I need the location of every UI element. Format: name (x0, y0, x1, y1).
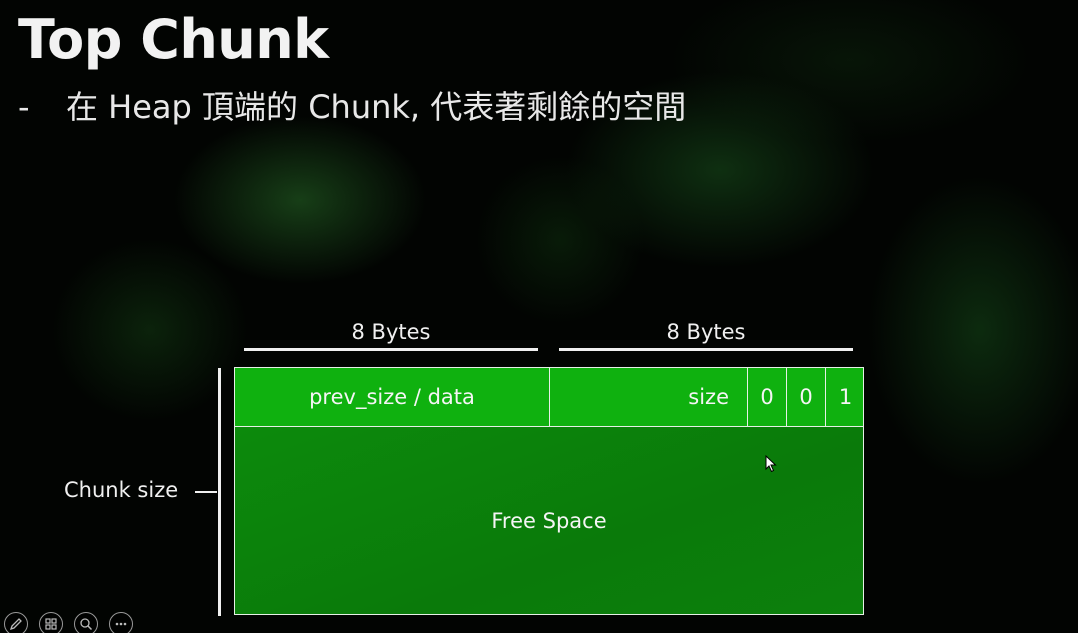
chunk-size-bracket (218, 368, 221, 616)
bullet-marker: - (18, 88, 30, 126)
pen-icon (9, 618, 22, 631)
bytes-label-size: 8 Bytes (666, 320, 746, 344)
top-chunk-diagram: prev_size / data size 0 0 1 Free Space (234, 367, 864, 615)
bytes-bracket-prev-size (244, 348, 538, 351)
zoom-icon (80, 618, 93, 631)
non-main-arena-bit: 0 (748, 368, 787, 426)
bullet-text: 在 Heap 頂端的 Chunk, 代表著剩餘的空間 (66, 88, 687, 126)
more-options-button[interactable] (109, 612, 133, 633)
chunk-header-row: prev_size / data size 0 0 1 (235, 368, 863, 427)
chunk-size-label: Chunk size (64, 478, 179, 502)
is-mmapped-bit: 0 (787, 368, 826, 426)
mouse-cursor-icon (765, 455, 777, 473)
prev-inuse-bit: 1 (838, 385, 853, 409)
slide-title: Top Chunk (18, 8, 329, 71)
bullet-point: -在 Heap 頂端的 Chunk, 代表著剩餘的空間 (18, 82, 686, 128)
free-space-region: Free Space (235, 427, 863, 614)
zoom-button[interactable] (74, 612, 98, 633)
see-all-slides-button[interactable] (39, 612, 63, 633)
bytes-bracket-size (559, 348, 853, 351)
slides-grid-icon (45, 618, 57, 630)
more-options-icon (115, 622, 127, 626)
prev-size-field: prev_size / data (235, 368, 550, 426)
size-field: size (550, 368, 748, 426)
pen-button[interactable] (4, 612, 28, 633)
bytes-label-prev-size: 8 Bytes (351, 320, 431, 344)
presentation-toolbar (4, 612, 133, 633)
chunk-size-tick (195, 491, 217, 493)
